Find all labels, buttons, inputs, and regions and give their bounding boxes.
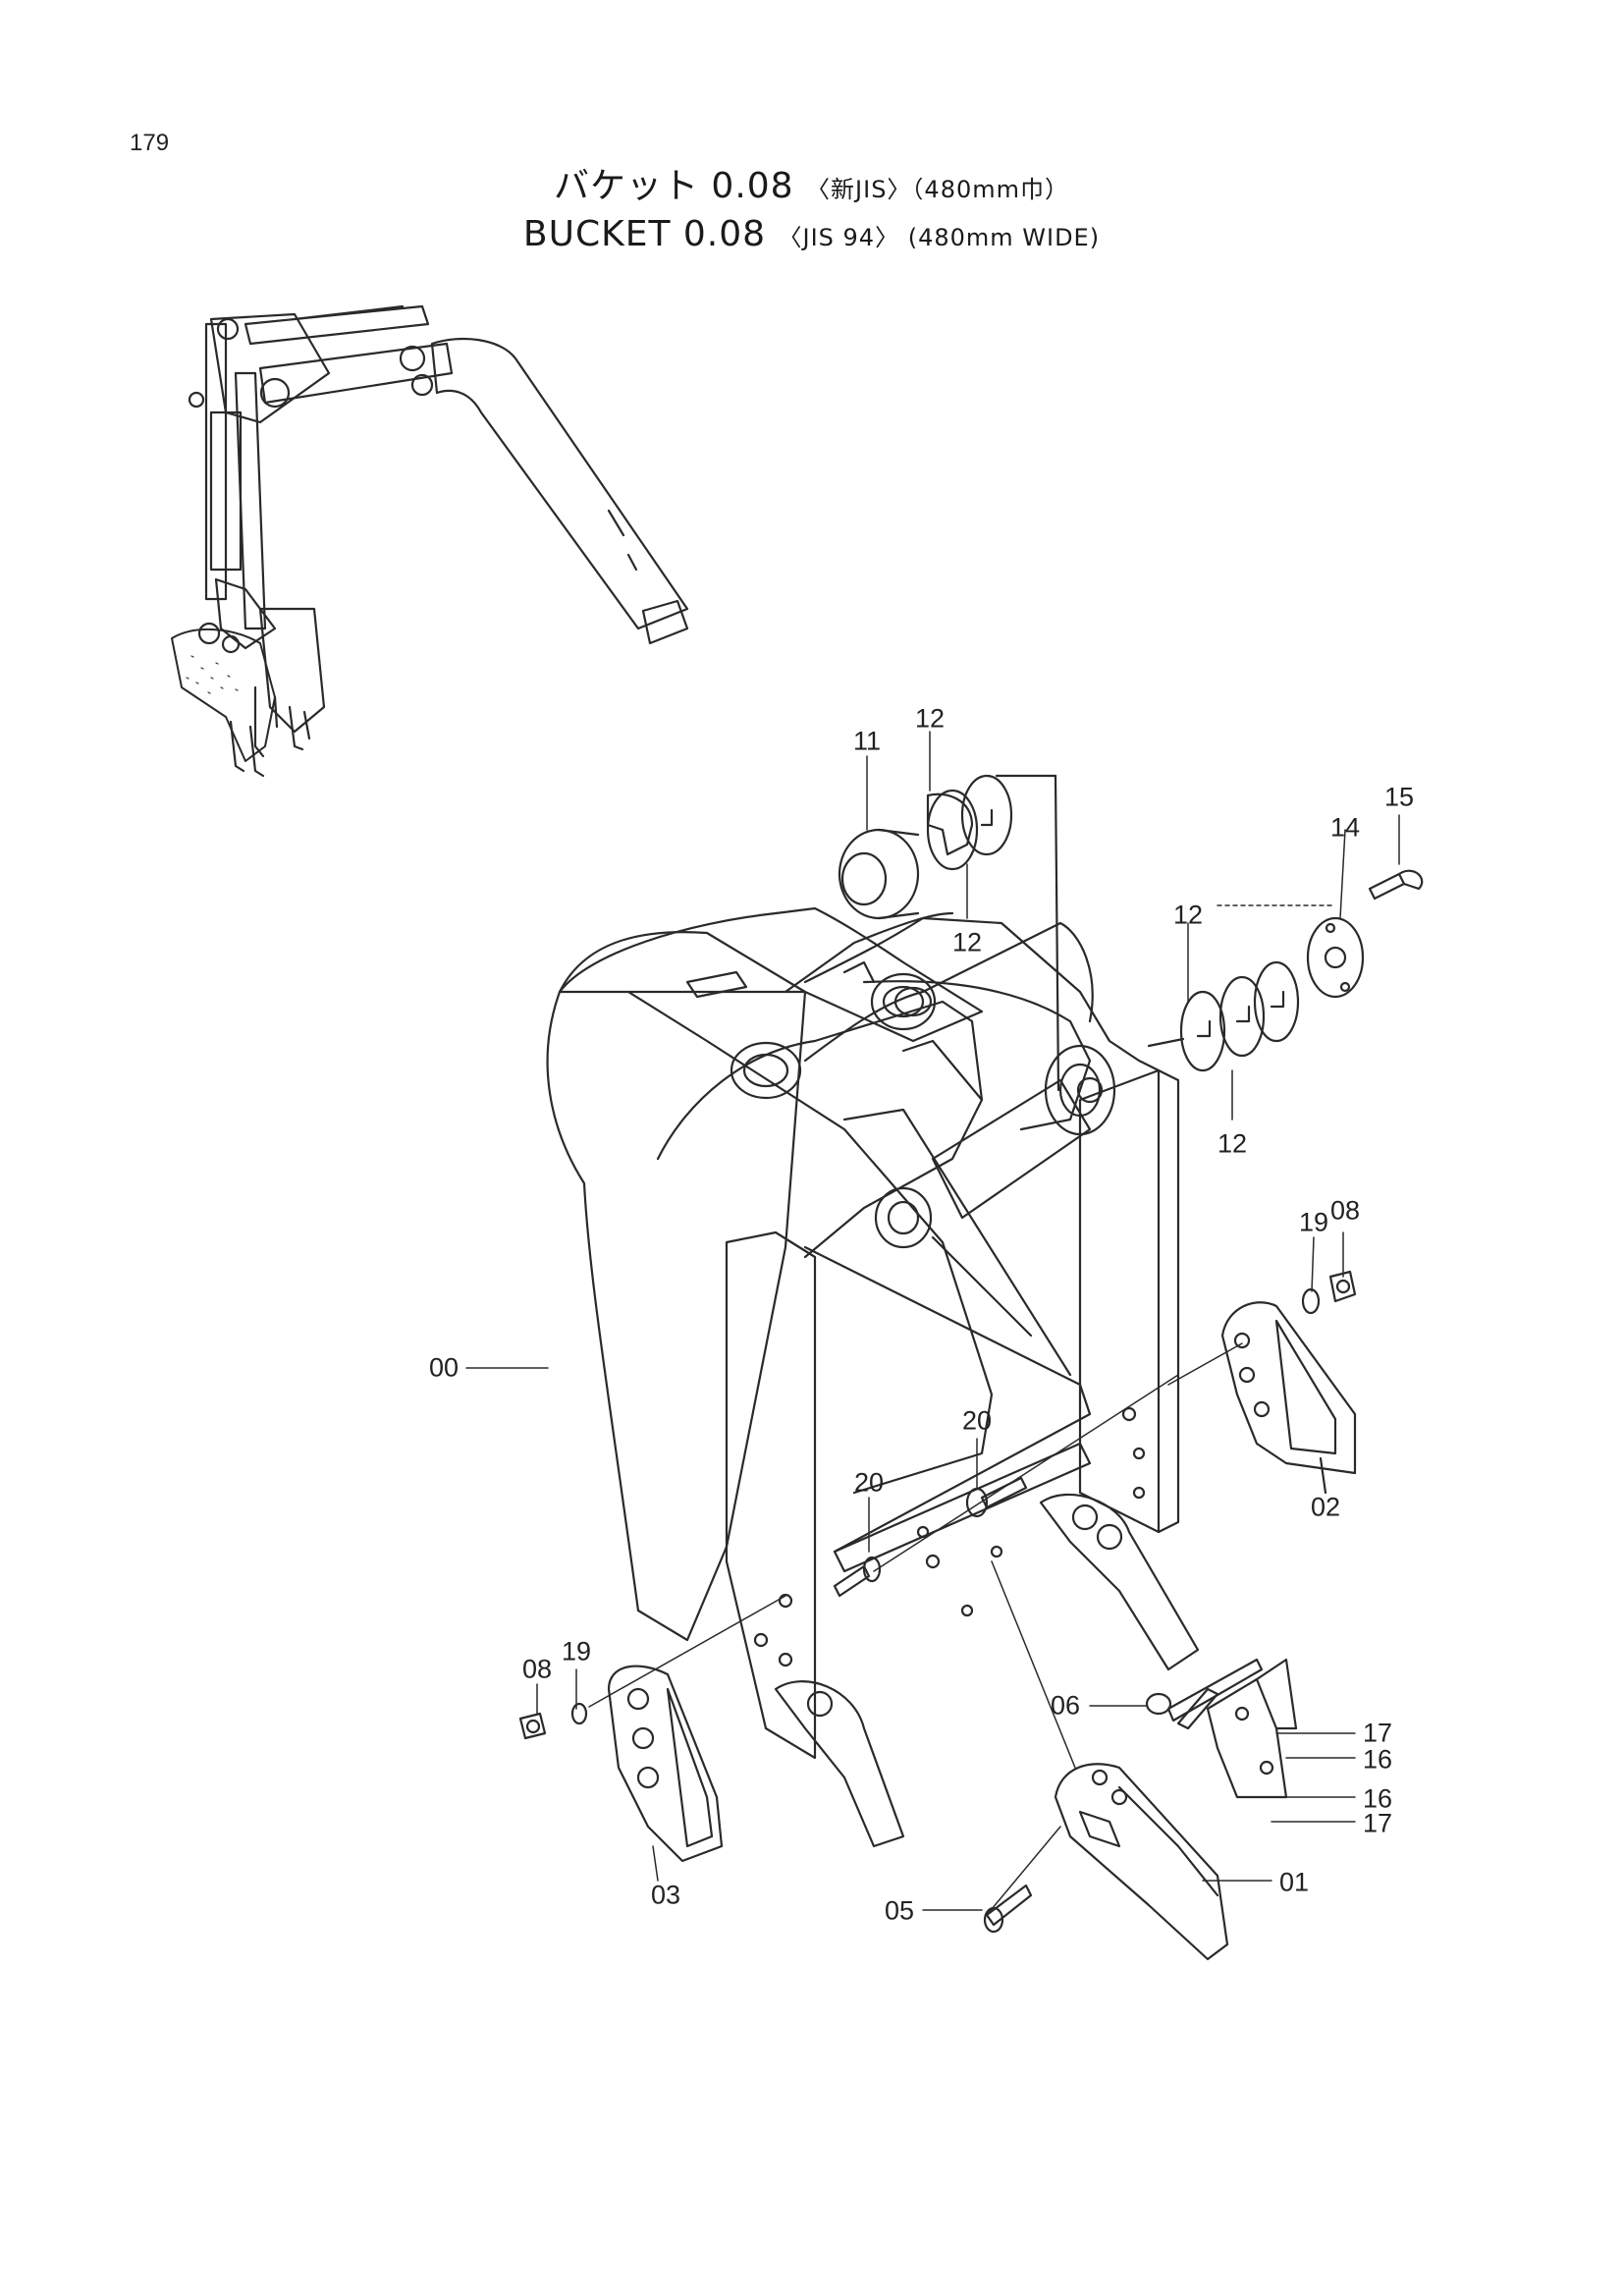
- callout-15: 15: [1383, 782, 1415, 812]
- title-en-spec: 〈JIS 94〉 (480mm WIDE): [778, 224, 1101, 251]
- bolts-20: [833, 1476, 1028, 1598]
- bucket-body: [546, 906, 1200, 1848]
- title-ja-main: バケット 0.08: [553, 166, 794, 206]
- callout-11: 11: [852, 726, 882, 756]
- callout-16-upper: 16: [1362, 1744, 1393, 1775]
- callout-17-lower: 17: [1362, 1808, 1393, 1838]
- shims-12-lower: [1147, 960, 1300, 1072]
- callout-12b: 12: [951, 927, 983, 957]
- callout-03: 03: [650, 1880, 681, 1910]
- page-number: 179: [130, 130, 170, 156]
- callout-00: 00: [428, 1352, 460, 1383]
- callout-06: 06: [1050, 1690, 1081, 1721]
- title-ja-spec: 〈新JIS〉（480mm巾）: [806, 176, 1070, 203]
- callout-01: 01: [1278, 1867, 1310, 1897]
- title-en-main: BUCKET 0.08: [522, 214, 767, 254]
- callout-12c: 12: [1172, 900, 1204, 930]
- title-english: BUCKET 0.08 〈JIS 94〉 (480mm WIDE): [0, 214, 1623, 254]
- callout-20-right: 20: [961, 1405, 993, 1436]
- washer-nut-left: [518, 1702, 588, 1740]
- callout-08-left: 08: [521, 1654, 553, 1684]
- callout-02: 02: [1310, 1492, 1341, 1522]
- seal-11: [838, 828, 920, 920]
- title-japanese: バケット 0.08 〈新JIS〉（480mm巾）: [0, 157, 1623, 208]
- excavator-arm-overview: [171, 304, 689, 778]
- callout-20-left: 20: [853, 1467, 885, 1498]
- callout-17-upper: 17: [1362, 1718, 1393, 1748]
- callout-12a: 12: [914, 703, 946, 734]
- side-cutter-right: [1220, 1301, 1357, 1495]
- callout-14: 14: [1329, 812, 1361, 843]
- leader-lines: [465, 731, 1400, 1916]
- callout-16-lower: 16: [1362, 1783, 1393, 1814]
- side-cutter-left: [607, 1665, 724, 1863]
- washer-nut-right: [1301, 1270, 1357, 1315]
- shims-12-upper: [926, 774, 1060, 1092]
- callout-19-right: 19: [1298, 1207, 1329, 1237]
- callout-19-left: 19: [561, 1636, 592, 1667]
- tooth-assembly: [983, 1658, 1298, 1961]
- plate-14: [1217, 904, 1365, 999]
- callout-05: 05: [884, 1895, 915, 1926]
- bolt-15: [1368, 869, 1424, 901]
- callout-12d: 12: [1217, 1128, 1248, 1159]
- callout-08-right: 08: [1329, 1195, 1361, 1226]
